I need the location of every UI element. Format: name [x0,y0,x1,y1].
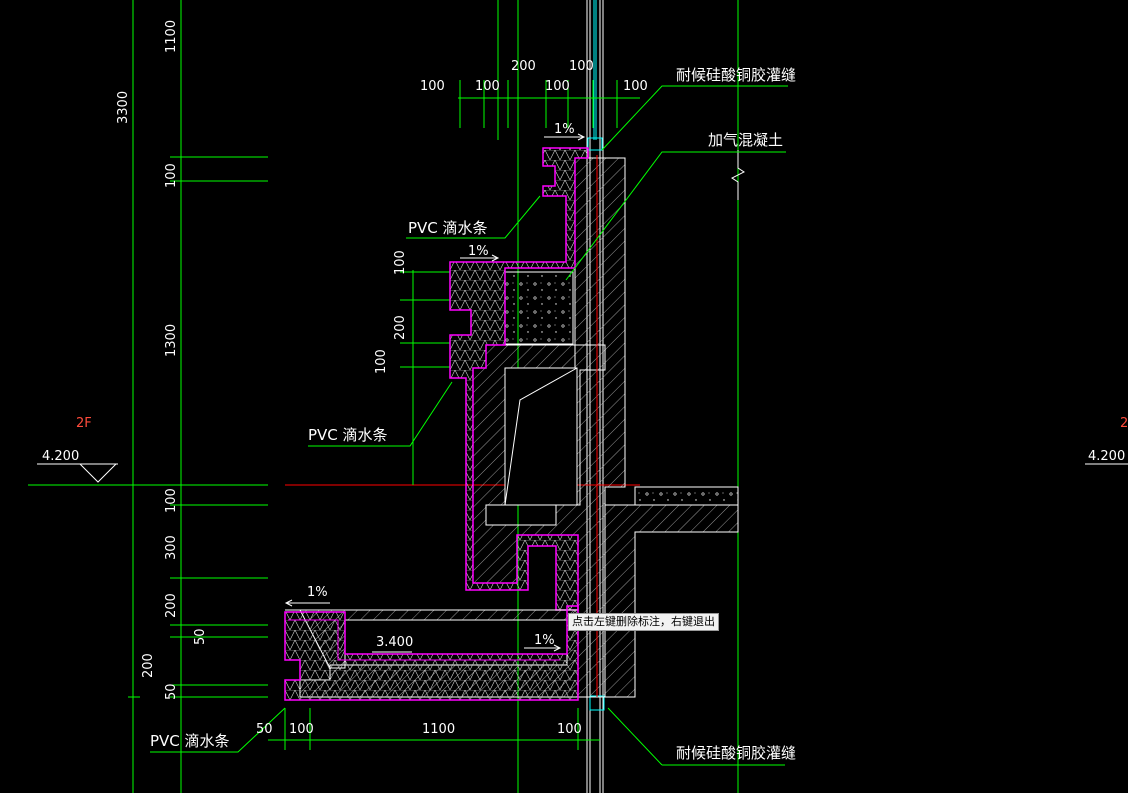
floor-tag-right: 2 [1120,416,1128,431]
dim-top-100-d: 100 [569,59,594,74]
inner-dim-chain [400,270,450,485]
dim-3300: 3300 [116,91,131,124]
status-tooltip: 点击左键删除标注，右键退出 [568,613,719,631]
dim-100-a: 100 [164,163,179,188]
curtain-frame [587,0,605,711]
dim-1300: 1300 [164,324,179,357]
elevation-left: 4.200 [42,449,79,464]
label-pvc-drip-2: PVC 滴水条 [308,426,388,444]
bottom-dim-chain [268,708,600,750]
dim-1100: 1100 [164,20,179,53]
dim-50-b: 50 [164,683,179,700]
dim-bottom-100-b: 100 [557,722,582,737]
slope-label-3: 1% [307,585,328,600]
slope-label-2: 1% [468,244,489,259]
dim-100-b: 100 [164,488,179,513]
top-dim-chain [458,80,640,128]
dim-200-a: 200 [164,593,179,618]
dim-inner-200: 200 [393,315,408,340]
dim-top-100-e: 100 [623,79,648,94]
inner-elevation: 3.400 [376,635,413,650]
slope-arrows [284,133,586,653]
aerated-concrete-block [504,271,574,345]
dim-top-100-a: 100 [420,79,445,94]
dim-inner-100-a: 100 [393,250,408,275]
label-pvc-drip-3: PVC 滴水条 [150,732,230,750]
label-aerated-concrete: 加气混凝土 [708,131,783,149]
dim-inner-100-b: 100 [374,349,389,374]
window-pocket [504,367,578,506]
upper-cornice-insulation [449,147,589,611]
dim-50-a: 50 [193,628,208,645]
label-pvc-drip-1: PVC 滴水条 [408,219,488,237]
leader-lines [150,85,788,766]
dim-bottom-1100: 1100 [422,722,455,737]
floor-slab [604,504,739,698]
dim-bottom-100-a: 100 [289,722,314,737]
dim-top-100-b: 100 [475,79,500,94]
floor-tag-left: 2F [76,416,92,431]
gutter-insulation [284,605,579,701]
floor-finish [634,486,739,506]
label-sealant-bottom: 耐候硅酸铜胶灌缝 [676,744,796,762]
dim-200-b: 200 [141,653,156,678]
slope-label-4: 1% [534,633,555,648]
dim-300: 300 [164,535,179,560]
dim-top-100-c: 100 [545,79,570,94]
label-sealant-top: 耐候硅酸铜胶灌缝 [676,66,796,84]
elevation-right: 4.200 [1088,449,1125,464]
dim-bottom-50: 50 [256,722,273,737]
break-mark [731,150,745,200]
level-triangle [79,463,117,483]
left-dim-ticks [128,156,268,698]
dim-top-200: 200 [511,59,536,74]
slope-label-1: 1% [554,122,575,137]
